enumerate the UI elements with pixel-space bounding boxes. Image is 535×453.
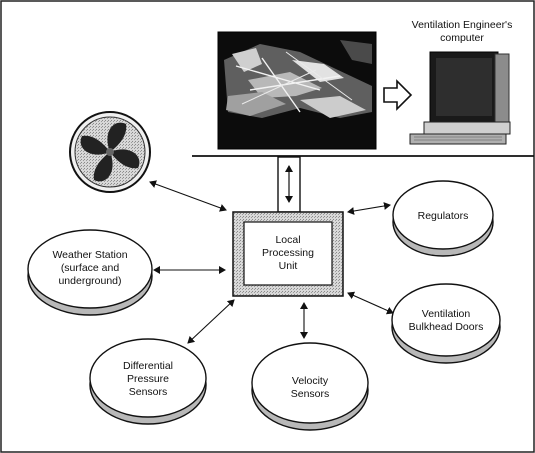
mine-map-image (217, 31, 377, 150)
node-differential-pressure-sensors: Differential Pressure Sensors (89, 338, 207, 425)
central-unit-line2: Processing (262, 247, 314, 259)
pressure-connection-arrow (187, 299, 235, 344)
pressure-label-line2: Pressure (127, 373, 169, 385)
node-bulkhead-doors: Ventilation Bulkhead Doors (391, 283, 501, 364)
bulkhead-label-line1: Ventilation (422, 308, 471, 320)
bulkhead-connection-arrow (347, 291, 394, 315)
central-unit-line1: Local (275, 234, 300, 246)
engineer-label-line2: computer (440, 32, 484, 44)
weather-label-line3: underground) (58, 275, 121, 287)
hollow-right-arrow-icon (383, 79, 413, 111)
velocity-label-line1: Velocity (292, 375, 329, 387)
local-processing-unit: Local Processing Unit (232, 211, 344, 297)
node-weather-station: Weather Station (surface and underground… (27, 229, 153, 316)
weather-label-line1: Weather Station (52, 249, 127, 261)
weather-label-line2: (surface and (61, 262, 120, 274)
engineer-label-line1: Ventilation Engineer's (412, 19, 513, 31)
computer-workstation-icon (409, 51, 511, 145)
node-regulators: Regulators (392, 180, 494, 257)
regulators-label: Regulators (418, 210, 469, 222)
ventilation-fan-icon (69, 111, 151, 193)
pressure-label-line3: Sensors (129, 386, 168, 398)
bulkhead-label-line2: Bulkhead Doors (409, 321, 484, 333)
bus-connector-channel (277, 156, 301, 213)
node-velocity-sensors: Velocity Sensors (251, 342, 369, 431)
velocity-label-line2: Sensors (291, 388, 330, 400)
regulators-connection-arrow (347, 202, 391, 215)
fan-connection-arrow (149, 180, 227, 212)
pressure-label-line1: Differential (123, 360, 173, 372)
central-unit-line3: Unit (279, 260, 298, 272)
